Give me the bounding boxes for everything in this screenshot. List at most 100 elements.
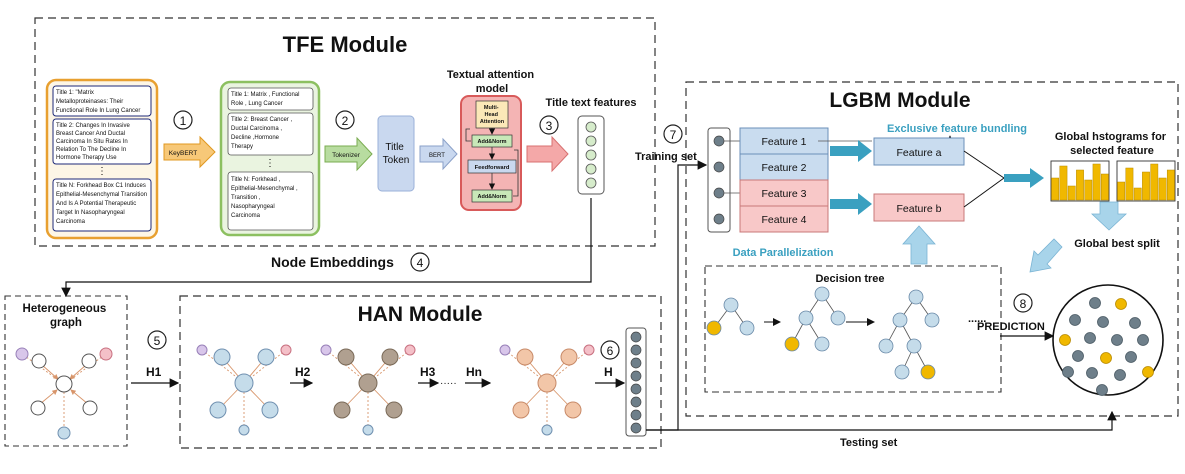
feature-1-label: Feature 1 [762,136,807,148]
testing-set-label: Testing set [840,437,898,449]
keybert-arrow [163,135,216,169]
title-token-label: Title Token [383,142,410,166]
prediction-dot [1137,334,1149,346]
input-titles-ellipsis: ⋮ [97,166,107,177]
histogram-bar [1076,169,1084,201]
feedforward-label: Feedforward [475,165,510,171]
han-module-frame [179,295,662,449]
tokenizer-label: Tokenizer [332,152,361,159]
node-keyword [362,424,374,436]
title-features-cells [585,121,597,189]
histogram-bar [1158,177,1167,201]
keyword-title-2-box [227,112,314,156]
han-graph-layer-1 [196,344,292,436]
keyword-title-2: Title 2: Breast Cancer , Ductal Carcinom… [231,117,294,150]
prediction-dot [1069,314,1081,326]
node-embeddings-label: Node Embeddings [271,254,394,270]
histogram-bar [1117,181,1126,201]
prediction-dot [1115,298,1127,310]
han-module-title: HAN Module [358,303,483,326]
lgbm-module-title: LGBM Module [829,89,970,112]
keyword-title-n-box [227,171,314,231]
histogram-bar [1092,163,1101,201]
tree-node [814,336,830,352]
tree-node [894,364,910,380]
step-5-number: 5 [154,334,161,348]
h-label: H [604,365,613,379]
step-8-badge [1013,293,1033,313]
prediction-dots [1059,297,1154,396]
efb-label: Exclusive feature bundling [887,123,1027,135]
input-title-n: Title N: Forkhead Box C1 Induces Epithel… [56,183,149,225]
node-paper [261,401,279,419]
lgbm-module-frame [685,81,1179,417]
histogram-bar [1166,169,1175,201]
mha-label: Multi- Head Attention [480,105,505,125]
feature-4-label: Feature 4 [762,214,807,226]
prediction-dot [1096,384,1108,396]
tree-node [924,312,940,328]
node-paper [385,401,403,419]
node-paper [512,401,530,419]
feature-2-label: Feature 2 [762,162,807,174]
step-7-badge [663,124,683,144]
tree-node [892,312,908,328]
hetero-graph-title: Heterogeneous graph [23,303,110,329]
attention-internal-arrows [465,128,519,197]
training-sample-cells [713,135,725,225]
prediction-dot [1125,351,1137,363]
tree-node [908,289,924,305]
histogram-bar [1142,171,1150,201]
keybert-label: KeyBERT [169,150,197,157]
bundle-arrow-a [830,140,872,162]
add-norm-2-block [471,189,513,203]
features-arrow [526,135,569,173]
input-title-2-box [52,118,152,165]
bert-label: BERT [429,153,445,159]
input-title-2: Title 2: Changes In Invasive Breast Canc… [56,123,132,161]
node-author [320,344,332,356]
node-paper [537,373,557,393]
step-5-badge [147,330,167,350]
title-text-features-label: Title text features [546,97,637,109]
split-to-tree-arrow [1029,238,1063,273]
prediction-dot [1086,367,1098,379]
global-best-split-label: Global best split [1074,238,1160,250]
tree-node [920,364,936,380]
histogram-bar [1133,187,1142,201]
step-4-number: 4 [417,256,424,270]
feature-a-box [873,137,965,166]
merge-lines [963,150,1005,208]
node-paper [234,373,254,393]
histogram-bar [1100,173,1109,201]
node-paper [516,348,534,366]
node-keyword [238,424,250,436]
tokenizer-arrow [324,136,373,172]
tree-node [906,338,922,354]
node-paper [560,348,578,366]
node-paper [564,401,582,419]
feature-3-label: Feature 3 [762,188,807,200]
data-parallel-label: Data Parallelization [733,247,834,259]
input-title-1: Title 1: "Matrix Metalloproteinases: The… [56,90,140,114]
h3-label: H3 [420,365,436,379]
step-1-badge [173,110,193,130]
tree-up-arrow [902,225,936,265]
title-token-box [377,115,415,192]
prediction-dot [1142,366,1154,378]
histogram-bar [1125,167,1134,201]
step-7-number: 7 [670,128,677,142]
step-6-badge [600,340,620,360]
decision-trees [706,286,940,380]
han-output-cells [630,331,642,434]
node-venue [583,344,595,356]
add-norm-1-label: Add&Norm [477,139,506,145]
tree-node [814,286,830,302]
histogram-bar [1051,177,1060,201]
han-graph-layer-2 [320,344,416,436]
feature-2-box [739,153,829,181]
h2-label: H2 [295,365,311,379]
feature-a-label: Feature a [897,147,942,159]
bert-arrow [419,137,458,171]
tfe-module-frame [34,17,656,247]
